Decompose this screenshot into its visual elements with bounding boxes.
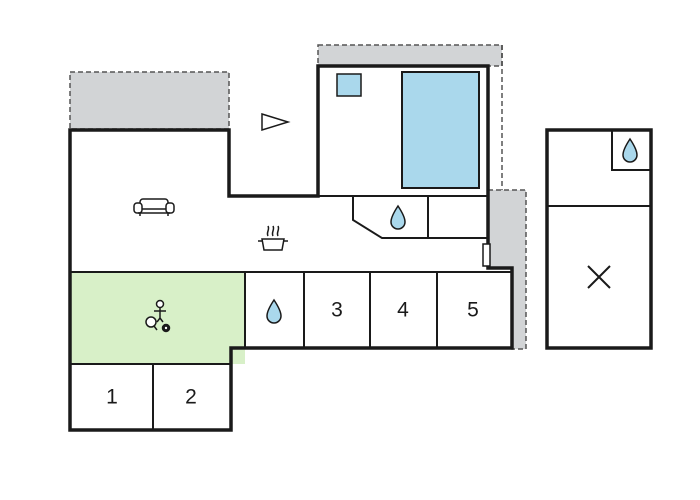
door-marker xyxy=(482,243,491,267)
terrace-top xyxy=(317,44,503,67)
room-label-3: 3 xyxy=(331,299,343,322)
room-label-5: 5 xyxy=(467,299,479,322)
room-label-4: 4 xyxy=(397,299,409,322)
sofa-icon xyxy=(133,198,175,216)
sauna-heater-icon xyxy=(336,73,362,97)
table-tennis-icon xyxy=(145,299,171,333)
terrace-left xyxy=(69,71,230,130)
water-drop-icon xyxy=(266,298,282,324)
cross-mark-icon xyxy=(587,265,611,289)
annex-wet-corner xyxy=(611,130,651,171)
water-drop-icon xyxy=(390,204,406,230)
activity-room xyxy=(70,272,245,364)
wall-wet-room xyxy=(318,195,488,239)
cooking-pot-icon xyxy=(258,225,288,251)
main-building-outline xyxy=(68,64,514,432)
annex-building-outline xyxy=(545,128,653,350)
room-label-1: 1 xyxy=(106,386,118,409)
water-drop-icon xyxy=(622,137,638,163)
pool-icon xyxy=(401,71,480,189)
room-label-2: 2 xyxy=(185,386,197,409)
entrance-arrow-icon xyxy=(261,112,291,132)
